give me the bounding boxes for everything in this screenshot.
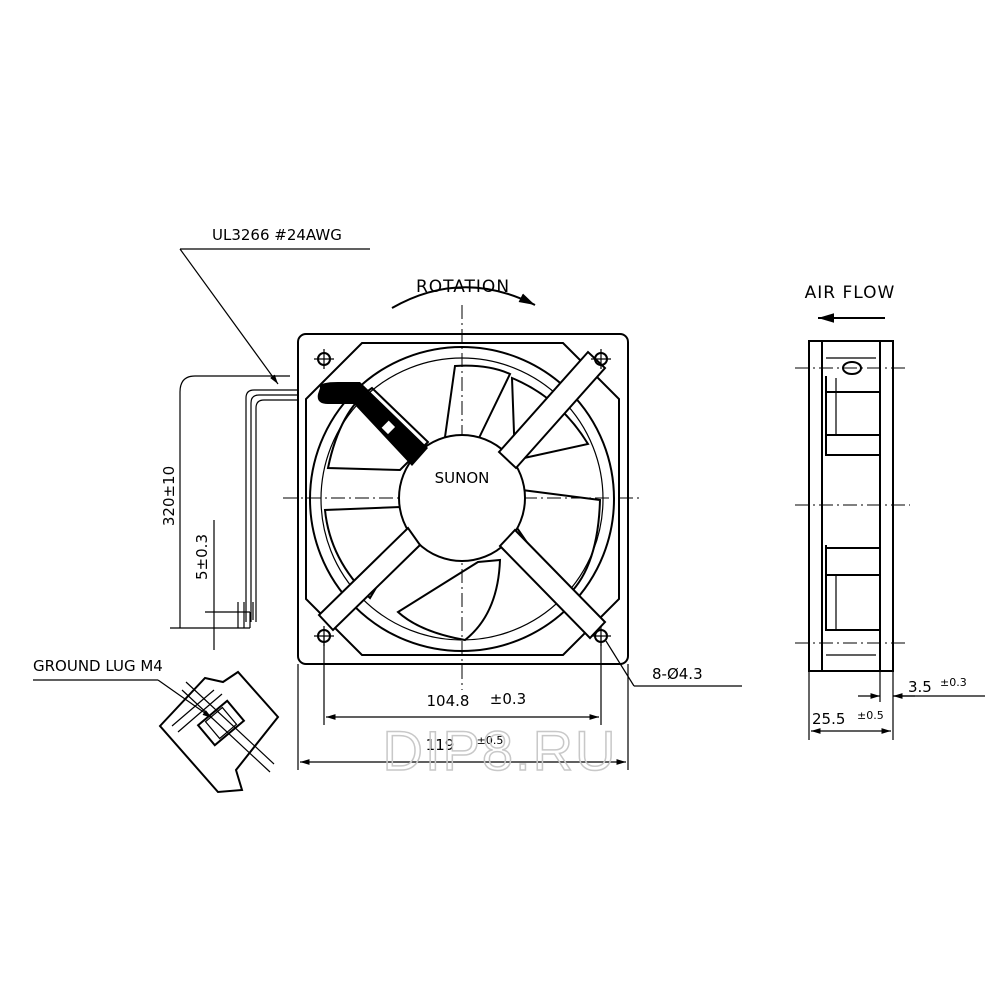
lead-wires: [237, 389, 298, 628]
brand-label: SUNON: [435, 469, 490, 487]
watermark: DIP8.RU: [383, 719, 618, 782]
frame-width-label: 119: [426, 736, 455, 754]
rotation-label: ROTATION: [416, 277, 510, 297]
side-hole-icon: [842, 361, 862, 375]
shroud-ring-outer: [309, 346, 615, 652]
holes-leader: [605, 640, 635, 687]
flange-tol: ±0.3: [940, 676, 967, 689]
holes-label: 8-Ø4.3: [652, 665, 703, 683]
ground-lug-detail: GROUND LUG M4: [33, 657, 280, 794]
lead-ext-top: [179, 375, 290, 393]
rotation-arrow-icon: [391, 286, 536, 309]
front-view: SUNON ROTATION: [283, 277, 640, 690]
hole-spacing-label: 104.8: [427, 692, 470, 710]
side-frame: [808, 340, 894, 672]
fan-hub: [398, 434, 526, 562]
flange-label: 3.5: [908, 678, 932, 696]
ground-lug-label: GROUND LUG M4: [33, 657, 163, 675]
lead-wire-strap: [317, 382, 428, 466]
depth-tol: ±0.5: [857, 709, 884, 722]
lead-length-label: 320±10: [160, 466, 178, 526]
wire-spec-label: UL3266 #24AWG: [212, 226, 342, 244]
depth-label: 25.5: [812, 710, 845, 728]
strip-length-label: 5±0.3: [193, 534, 211, 580]
frame-width-tol: ±0.5: [477, 734, 504, 747]
wire-spec-leader: [179, 248, 279, 385]
hole-spacing-tol: ±0.3: [490, 690, 526, 708]
fan-frame: [297, 333, 629, 665]
spokes: [317, 350, 607, 640]
air-flow-label: AIR FLOW: [805, 283, 896, 303]
side-view: AIR FLOW 3.5 ±0.3 25.5 ±0.5: [795, 283, 985, 740]
